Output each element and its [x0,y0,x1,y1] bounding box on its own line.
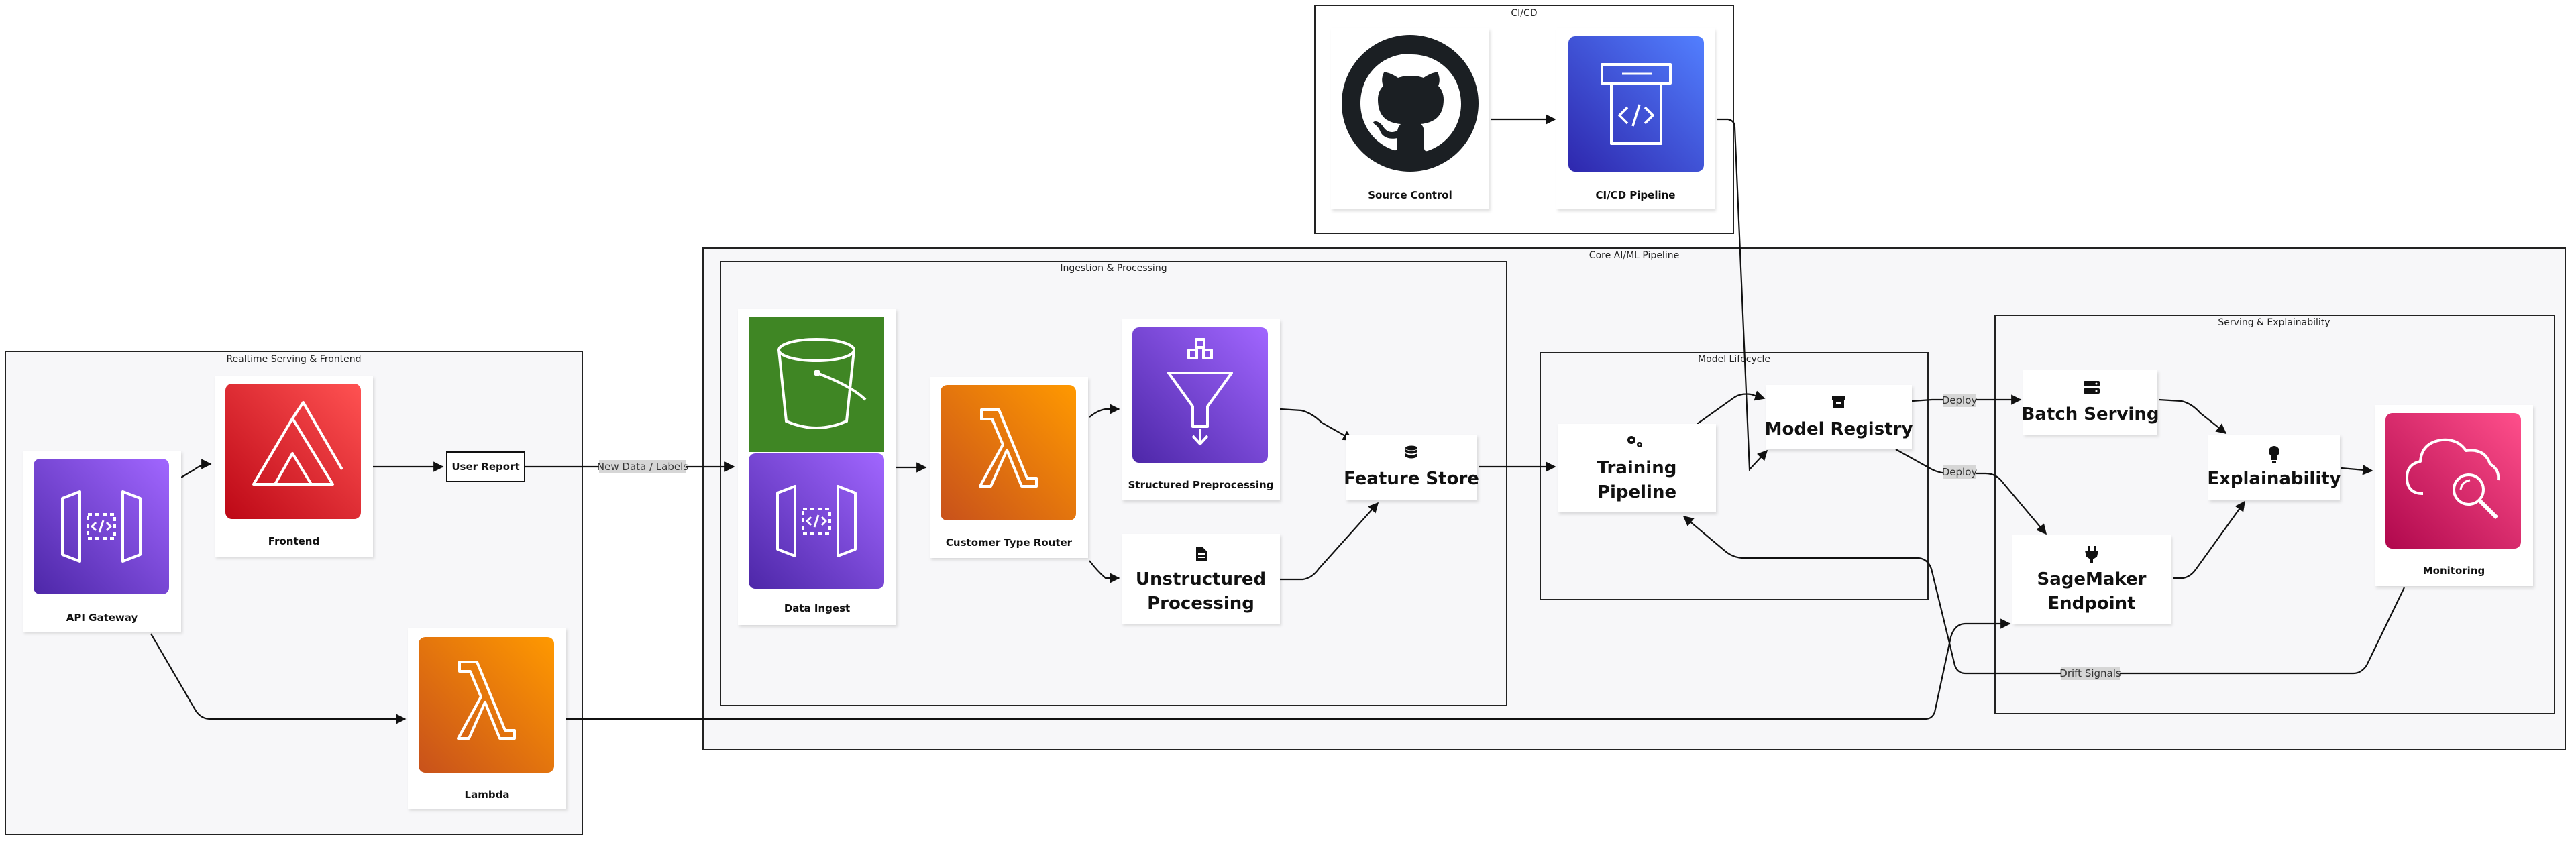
group-title-ingestion: Ingestion & Processing [1060,263,1167,274]
node-lambda[interactable]: Lambda [408,628,566,809]
edge-label-drift-text: Drift Signals [2059,667,2121,679]
node-data-ingest[interactable]: Data Ingest [738,309,896,625]
database-icon [1405,445,1417,459]
plug-icon [2085,546,2098,563]
edge-label-deploy-batch: Deploy [1942,394,1978,407]
codepipeline-icon [1568,36,1704,172]
node-cicd-pipeline[interactable]: CI/CD Pipeline [1556,28,1715,209]
gears-icon [1627,436,1642,447]
edge-apigw-to-lambda [150,633,407,724]
node-label-unstructured-line1: Unstructured [1136,569,1266,590]
group-title-realtime: Realtime Serving & Frontend [226,354,361,365]
edge-label-deploy-batch-text: Deploy [1942,394,1978,406]
node-frontend[interactable]: Frontend [215,376,373,557]
edge-unstructured-to-feature [1280,502,1379,581]
node-label-structured-preprocessing: Structured Preprocessing [1128,479,1274,491]
edge-cicd-to-registry [1717,118,1768,471]
edge-endpoint-to-explain [2174,500,2245,579]
node-label-cicd-pipeline: CI/CD Pipeline [1596,189,1676,201]
node-label-api-gateway: API Gateway [66,612,138,624]
group-title-core: Core AI/ML Pipeline [1589,250,1679,261]
node-monitoring[interactable]: Monitoring [2375,405,2533,586]
edge-label-new-data: New Data / Labels [597,460,688,473]
node-label-source-control: Source Control [1368,189,1452,201]
node-label-training-line1: Training [1597,458,1677,478]
edge-batch-to-explain [2158,398,2227,434]
node-customer-type-router[interactable]: Customer Type Router [930,377,1088,558]
github-icon [1342,35,1479,172]
node-structured-preprocessing[interactable]: Structured Preprocessing [1122,319,1280,500]
document-icon [1196,547,1207,561]
node-label-feature-store: Feature Store [1344,469,1479,489]
edge-router-to-structured [1089,404,1120,418]
archive-icon [1832,396,1845,408]
funnel-icon [1132,327,1268,463]
edge-training-to-registry [1697,390,1766,425]
server-icon [2084,381,2100,394]
node-label-model-registry: Model Registry [1765,419,1913,439]
node-unstructured-processing[interactable]: Unstructured Processing [1122,534,1280,624]
amplify-icon [225,384,361,519]
edge-label-new-data-text: New Data / Labels [597,461,688,473]
node-label-sagemaker-line1: SageMaker [2037,569,2147,590]
group-title-serving: Serving & Explainability [2218,317,2330,328]
node-label-unstructured-line2: Processing [1147,594,1254,614]
edge-label-deploy-endpoint-text: Deploy [1942,466,1978,478]
node-label-lambda: Lambda [465,789,510,801]
edge-registry-to-batch [1911,394,2022,405]
node-explainability[interactable]: Explainability [2207,435,2341,500]
cloud-search-icon [2385,413,2521,549]
s3-bucket-icon [749,317,884,452]
edge-explain-to-monitoring [2341,465,2373,475]
node-label-explainability: Explainability [2207,469,2341,489]
node-model-registry[interactable]: Model Registry [1765,385,1913,449]
node-label-customer-type-router: Customer Type Router [946,537,1073,549]
node-training-pipeline[interactable]: Training Pipeline [1558,424,1716,512]
edge-structured-to-feature [1279,408,1354,441]
node-batch-serving[interactable]: Batch Serving [2022,370,2159,435]
node-api-gateway[interactable]: API Gateway [23,451,181,632]
edge-apigw-to-frontend [180,459,212,478]
edge-router-to-unstructured [1089,560,1120,583]
edge-monitoring-drift [1682,516,2405,675]
node-label-user-report: User Report [451,461,519,473]
edge-lambda-to-endpoint [565,618,2011,720]
edge-label-deploy-endpoint: Deploy [1942,465,1978,479]
node-label-monitoring: Monitoring [2423,565,2485,577]
node-source-control[interactable]: Source Control [1331,28,1489,209]
group-title-cicd: CI/CD [1511,8,1537,19]
node-sagemaker-endpoint[interactable]: SageMaker Endpoint [2012,535,2171,624]
group-title-lifecycle: Model Lifecycle [1698,354,1770,365]
node-label-sagemaker-line2: Endpoint [2047,594,2135,614]
node-feature-store[interactable]: Feature Store [1344,435,1479,500]
node-label-data-ingest: Data Ingest [784,602,850,614]
edge-label-drift: Drift Signals [2059,667,2121,680]
lightbulb-icon [2269,446,2279,463]
node-label-batch-serving: Batch Serving [2022,404,2159,425]
node-user-report[interactable]: User Report [446,451,525,482]
node-label-frontend: Frontend [268,535,319,547]
node-label-training-line2: Pipeline [1597,482,1676,502]
